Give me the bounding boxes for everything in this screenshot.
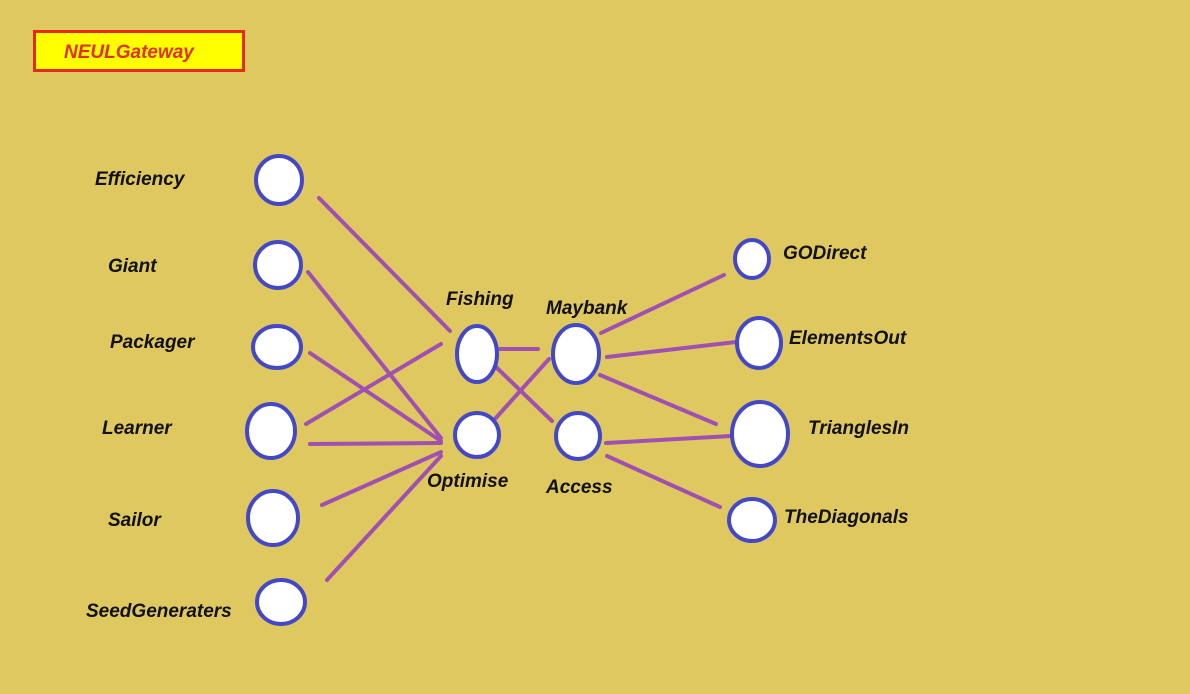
node-thediagonals (727, 497, 777, 543)
node-maybank (551, 323, 601, 385)
node-elementsout (735, 316, 783, 370)
edge-efficiency-fishing (317, 196, 452, 333)
edge-layer (304, 196, 738, 582)
edge-learner-optimise (308, 441, 443, 446)
label-fishing: Fishing (446, 289, 514, 310)
label-giant: Giant (108, 256, 157, 277)
label-elementsout: ElementsOut (789, 328, 907, 349)
label-optimise: Optimise (427, 471, 509, 492)
label-efficiency: Efficiency (95, 169, 185, 190)
edge-optimise-maybank (492, 357, 551, 422)
node-layer (245, 154, 790, 626)
node-optimise (453, 411, 501, 459)
edge-giant-optimise (306, 270, 443, 440)
edge-maybank-trianglesin (598, 373, 718, 426)
label-trianglesin: TrianglesIn (808, 418, 910, 439)
edge-maybank-elementsout (605, 340, 738, 359)
edge-seedgenerators-optimise (325, 454, 443, 582)
node-learner (245, 402, 297, 460)
node-seedgenerators (255, 578, 307, 626)
label-thediagonals: TheDiagonals (784, 507, 909, 528)
edge-fishing-access (494, 365, 554, 423)
node-trianglesin (730, 400, 790, 468)
node-godirect (733, 238, 771, 280)
edge-learner-fishing (304, 342, 443, 426)
label-packager: Packager (110, 332, 195, 353)
edge-maybank-godirect (599, 273, 726, 335)
edge-sailor-optimise (320, 450, 443, 507)
label-access: Access (546, 477, 613, 498)
edge-packager-optimise (308, 351, 443, 443)
node-fishing (455, 324, 499, 384)
node-access (554, 411, 602, 461)
node-efficiency (254, 154, 304, 206)
label-sailor: Sailor (108, 510, 161, 531)
node-giant (253, 240, 303, 290)
diagram-title: NEULGateway (64, 42, 194, 63)
edge-access-thediagonals (605, 454, 722, 509)
label-maybank: Maybank (546, 298, 628, 319)
label-godirect: GODirect (783, 243, 867, 264)
title-box: NEULGateway (33, 30, 245, 72)
edge-access-trianglesin (604, 434, 733, 445)
label-seedgenerators: SeedGeneraters (86, 601, 232, 622)
node-packager (251, 324, 303, 370)
node-sailor (246, 489, 300, 547)
label-learner: Learner (102, 418, 172, 439)
